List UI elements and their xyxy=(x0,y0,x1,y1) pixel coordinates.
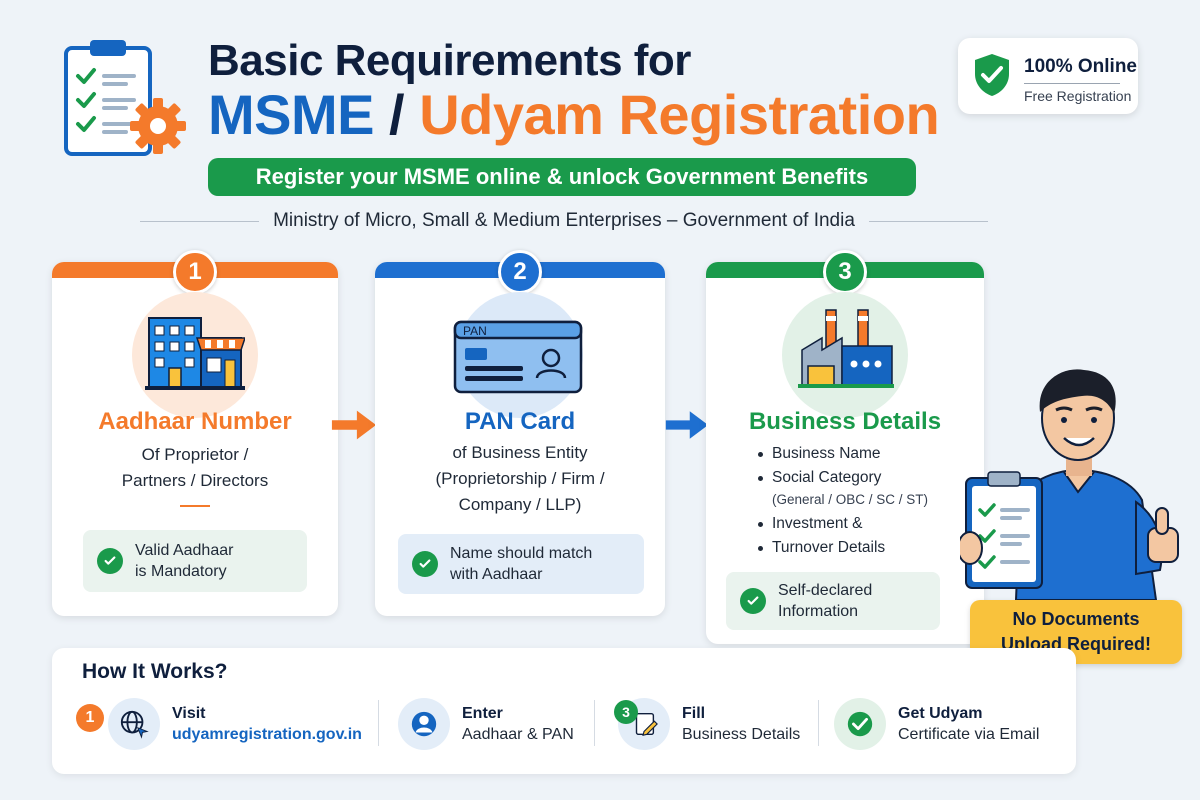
callout-line: No Documents xyxy=(1012,609,1140,629)
how-step-fill: 3 Fill Business Details xyxy=(614,696,800,752)
requirement-note: Name should match with Aadhaar xyxy=(398,534,644,594)
page-title-line1: Basic Requirements for xyxy=(208,36,691,85)
note-line: is Mandatory xyxy=(135,563,227,580)
globe-cursor-icon xyxy=(108,698,160,750)
card-aadhaar: 1 Aadhaar Number Of Proprietor / Partner… xyxy=(52,250,338,616)
divider-right xyxy=(868,220,988,222)
check-circle-icon xyxy=(412,551,438,577)
how-step-visit: Visit udyamregistration.gov.in xyxy=(108,696,362,752)
subtitle-line: of Business Entity xyxy=(452,443,588,462)
how-step-number: 1 xyxy=(76,704,104,732)
form-pencil-icon: 3 xyxy=(614,698,670,750)
how-step-number: 3 xyxy=(614,700,638,724)
how-step-label: Get Udyam Certificate via Email xyxy=(898,703,1039,745)
badge-divider xyxy=(1024,83,1120,84)
note-line: Name should match xyxy=(450,545,593,562)
subtitle-line: (Proprietorship / Firm / xyxy=(435,469,605,488)
building-shop-icon xyxy=(145,317,245,390)
card-title: Aadhaar Number xyxy=(98,408,292,435)
subtitle-line: Partners / Directors xyxy=(121,471,269,490)
card-pan: 2 PAN PAN Card of Business Entity (Propr… xyxy=(375,250,665,616)
online-badge: 100% Online Free Registration xyxy=(958,38,1138,114)
list-item: Turnover Details xyxy=(758,536,928,560)
category-subnote: (General / OBC / SC / ST) xyxy=(772,492,929,507)
check-circle-icon xyxy=(97,548,123,574)
list-item: Investment & xyxy=(758,512,928,536)
check-circle-icon xyxy=(834,698,886,750)
step-divider xyxy=(378,700,379,746)
badge-title: 100% Online xyxy=(1024,56,1137,77)
how-step-enter: Enter Aadhaar & PAN xyxy=(398,696,574,752)
note-text: Name should match with Aadhaar xyxy=(450,543,592,585)
how-step-heading: Fill xyxy=(682,705,706,722)
ministry-text: Ministry of Micro, Small & Medium Enterp… xyxy=(273,210,855,231)
card-business-details: 3 Business Details Business Name Social … xyxy=(706,250,984,644)
how-step-label: Visit udyamregistration.gov.in xyxy=(172,703,362,745)
how-it-works-panel: How It Works? 1 Visit udyamregistration.… xyxy=(52,648,1076,774)
how-step-detail: Business Details xyxy=(682,726,801,743)
arrow-right-icon xyxy=(331,410,377,440)
factory-icon xyxy=(798,309,894,388)
title-msme: MSME xyxy=(208,83,375,146)
step-number-badge: 1 xyxy=(173,250,217,294)
how-step-detail: Aadhaar & PAN xyxy=(462,726,574,743)
note-text: Self-declared Information xyxy=(778,580,872,622)
requirement-note: Valid Aadhaar is Mandatory xyxy=(83,530,307,592)
page-title-line2: MSME / Udyam Registration xyxy=(208,82,940,147)
step-number-badge: 2 xyxy=(498,250,542,294)
note-line: Valid Aadhaar xyxy=(135,542,234,559)
business-details-list: Business Name Social Category (General / … xyxy=(758,442,928,560)
requirement-note: Self-declared Information xyxy=(726,572,940,630)
card-title: PAN Card xyxy=(464,408,576,435)
subtitle-line: Company / LLP) xyxy=(458,495,582,514)
pan-card-label: PAN xyxy=(463,324,487,338)
note-text: Valid Aadhaar is Mandatory xyxy=(135,540,233,582)
subtitle-line: Of Proprietor / xyxy=(141,445,249,464)
how-it-works-title: How It Works? xyxy=(82,660,228,683)
pan-card-icon: PAN xyxy=(453,320,583,394)
how-step-heading: Visit xyxy=(172,705,206,722)
step-divider xyxy=(594,700,595,746)
card-title: Business Details xyxy=(748,408,942,435)
list-item: Social Category (General / OBC / SC / ST) xyxy=(758,466,928,510)
how-step-detail: Certificate via Email xyxy=(898,726,1040,743)
note-line: Self-declared xyxy=(778,582,873,599)
clipboard-checklist-icon xyxy=(64,40,186,156)
arrow-right-icon xyxy=(665,411,709,439)
card-subtitle: of Business Entity (Proprietorship / Fir… xyxy=(375,440,665,518)
title-udyam: Udyam Registration xyxy=(419,83,940,146)
card-accent-line xyxy=(180,505,210,507)
person-thumbs-up-illustration xyxy=(960,369,1179,600)
how-step-label: Enter Aadhaar & PAN xyxy=(462,703,574,745)
shield-check-icon xyxy=(975,54,1009,96)
title-slash: / xyxy=(374,83,420,146)
udyam-website-link[interactable]: udyamregistration.gov.in xyxy=(172,726,362,743)
how-step-heading: Get Udyam xyxy=(898,705,983,722)
user-badge-icon xyxy=(398,698,450,750)
note-line: with Aadhaar xyxy=(450,566,543,583)
check-circle-icon xyxy=(740,588,766,614)
how-step-certificate: Get Udyam Certificate via Email xyxy=(834,696,1039,752)
list-item: Business Name xyxy=(758,442,928,466)
benefits-banner: Register your MSME online & unlock Gover… xyxy=(208,158,916,196)
divider-left xyxy=(140,220,260,222)
step-number-badge: 3 xyxy=(823,250,867,294)
step-divider xyxy=(818,700,819,746)
how-step-label: Fill Business Details xyxy=(682,703,800,745)
list-item-text: Social Category xyxy=(772,469,882,486)
card-subtitle: Of Proprietor / Partners / Directors xyxy=(52,442,338,494)
how-step-heading: Enter xyxy=(462,705,503,722)
note-line: Information xyxy=(778,603,859,620)
badge-subtitle: Free Registration xyxy=(1024,88,1132,104)
ministry-row: Ministry of Micro, Small & Medium Enterp… xyxy=(140,206,988,236)
